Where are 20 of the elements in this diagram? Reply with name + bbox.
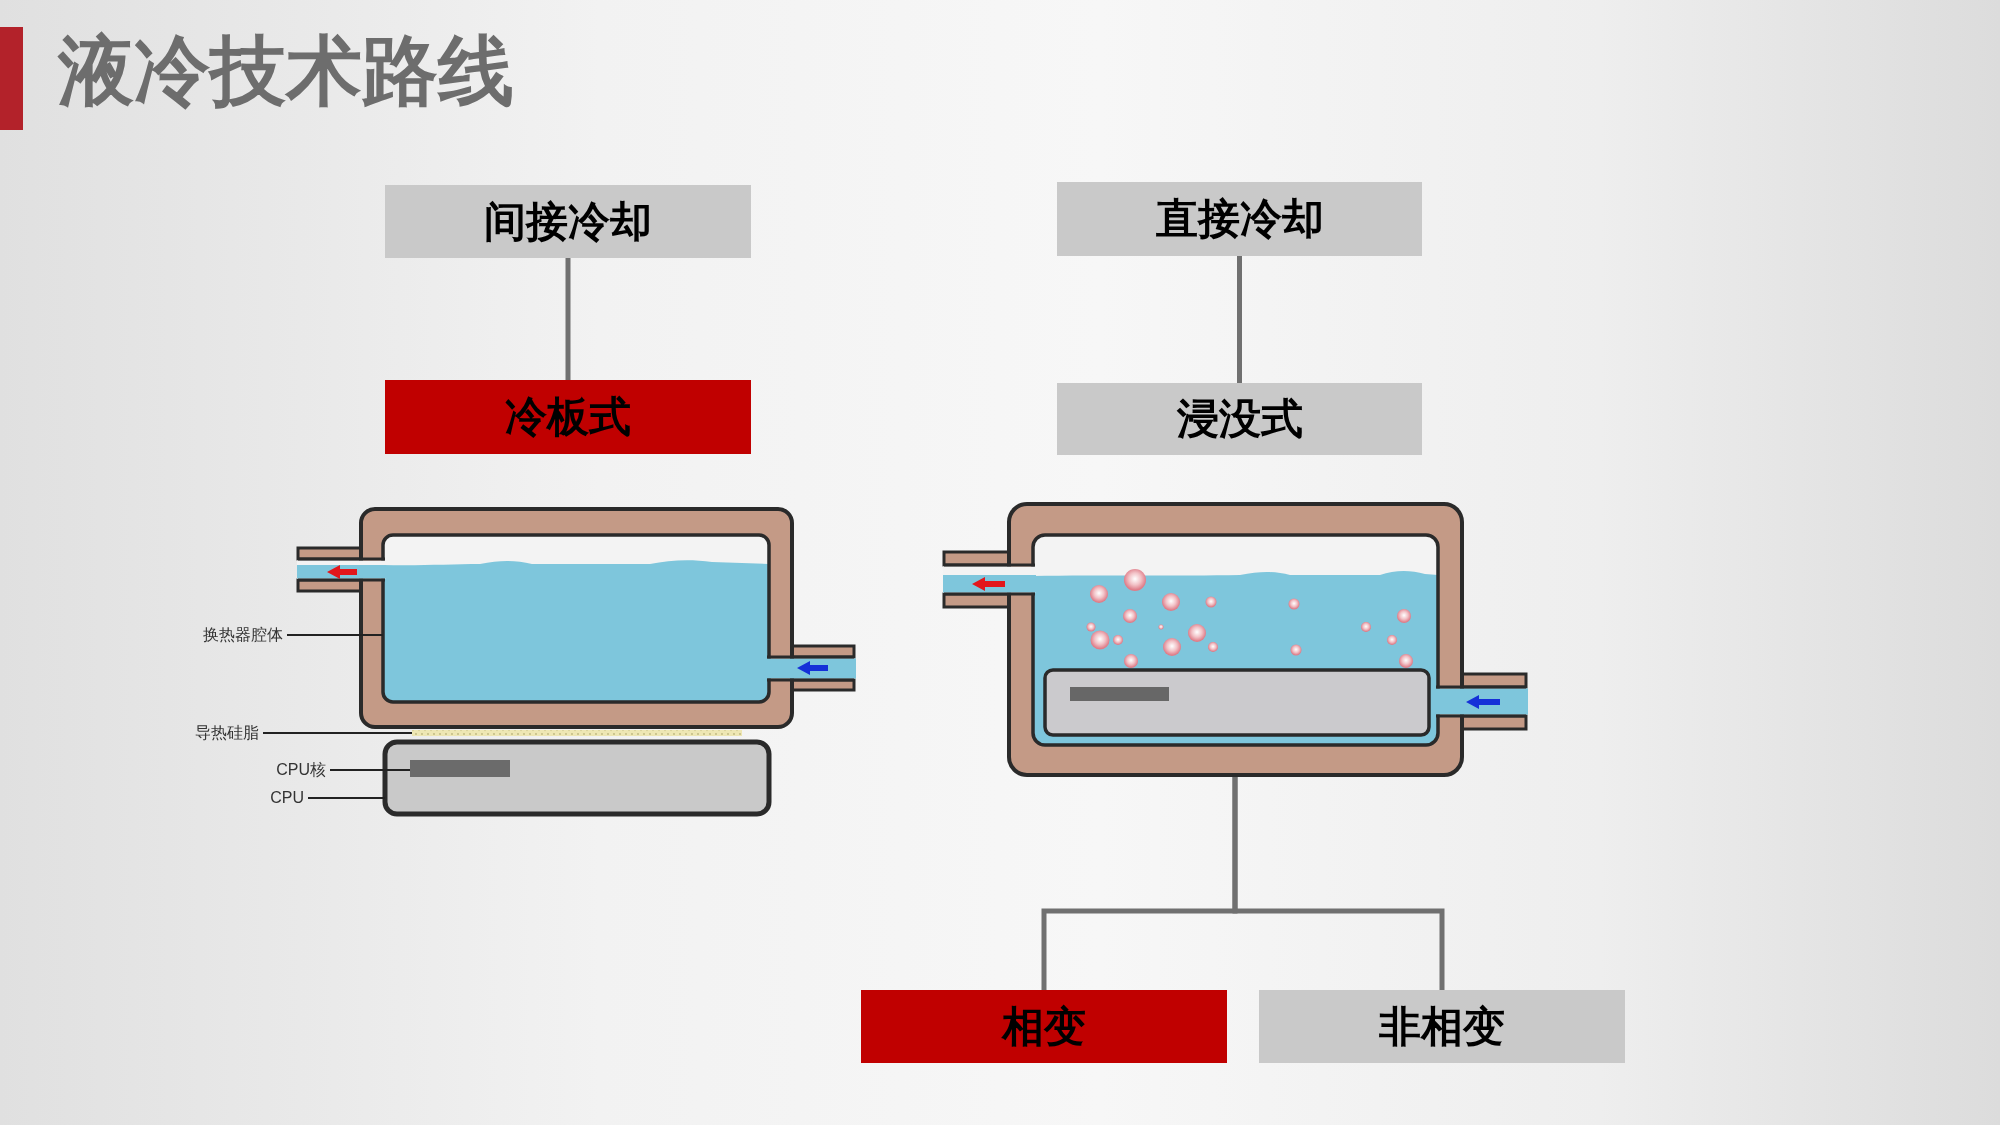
thermal-paste-layer [412, 730, 742, 736]
category-box: 冷板式 [385, 380, 751, 454]
category-box: 间接冷却 [385, 185, 751, 258]
part-label: 换热器腔体 [203, 624, 287, 646]
connector-line [1237, 256, 1242, 383]
connector-line [565, 258, 571, 380]
part-label: 导热硅脂 [195, 722, 263, 744]
cpu-chip [382, 739, 772, 817]
category-box: 直接冷却 [1057, 182, 1422, 256]
part-label: CPU [270, 787, 308, 809]
category-box: 相变 [861, 990, 1227, 1063]
cpu-core [410, 760, 510, 777]
slide-title: 液冷技术路线 [58, 33, 514, 109]
part-label: CPU核 [276, 759, 330, 781]
leader-line [307, 797, 386, 799]
category-box: 浸没式 [1057, 383, 1422, 455]
category-box: 非相变 [1259, 990, 1625, 1063]
connector-line [1232, 777, 1445, 990]
leader-line [262, 732, 413, 734]
leader-line [329, 769, 411, 771]
